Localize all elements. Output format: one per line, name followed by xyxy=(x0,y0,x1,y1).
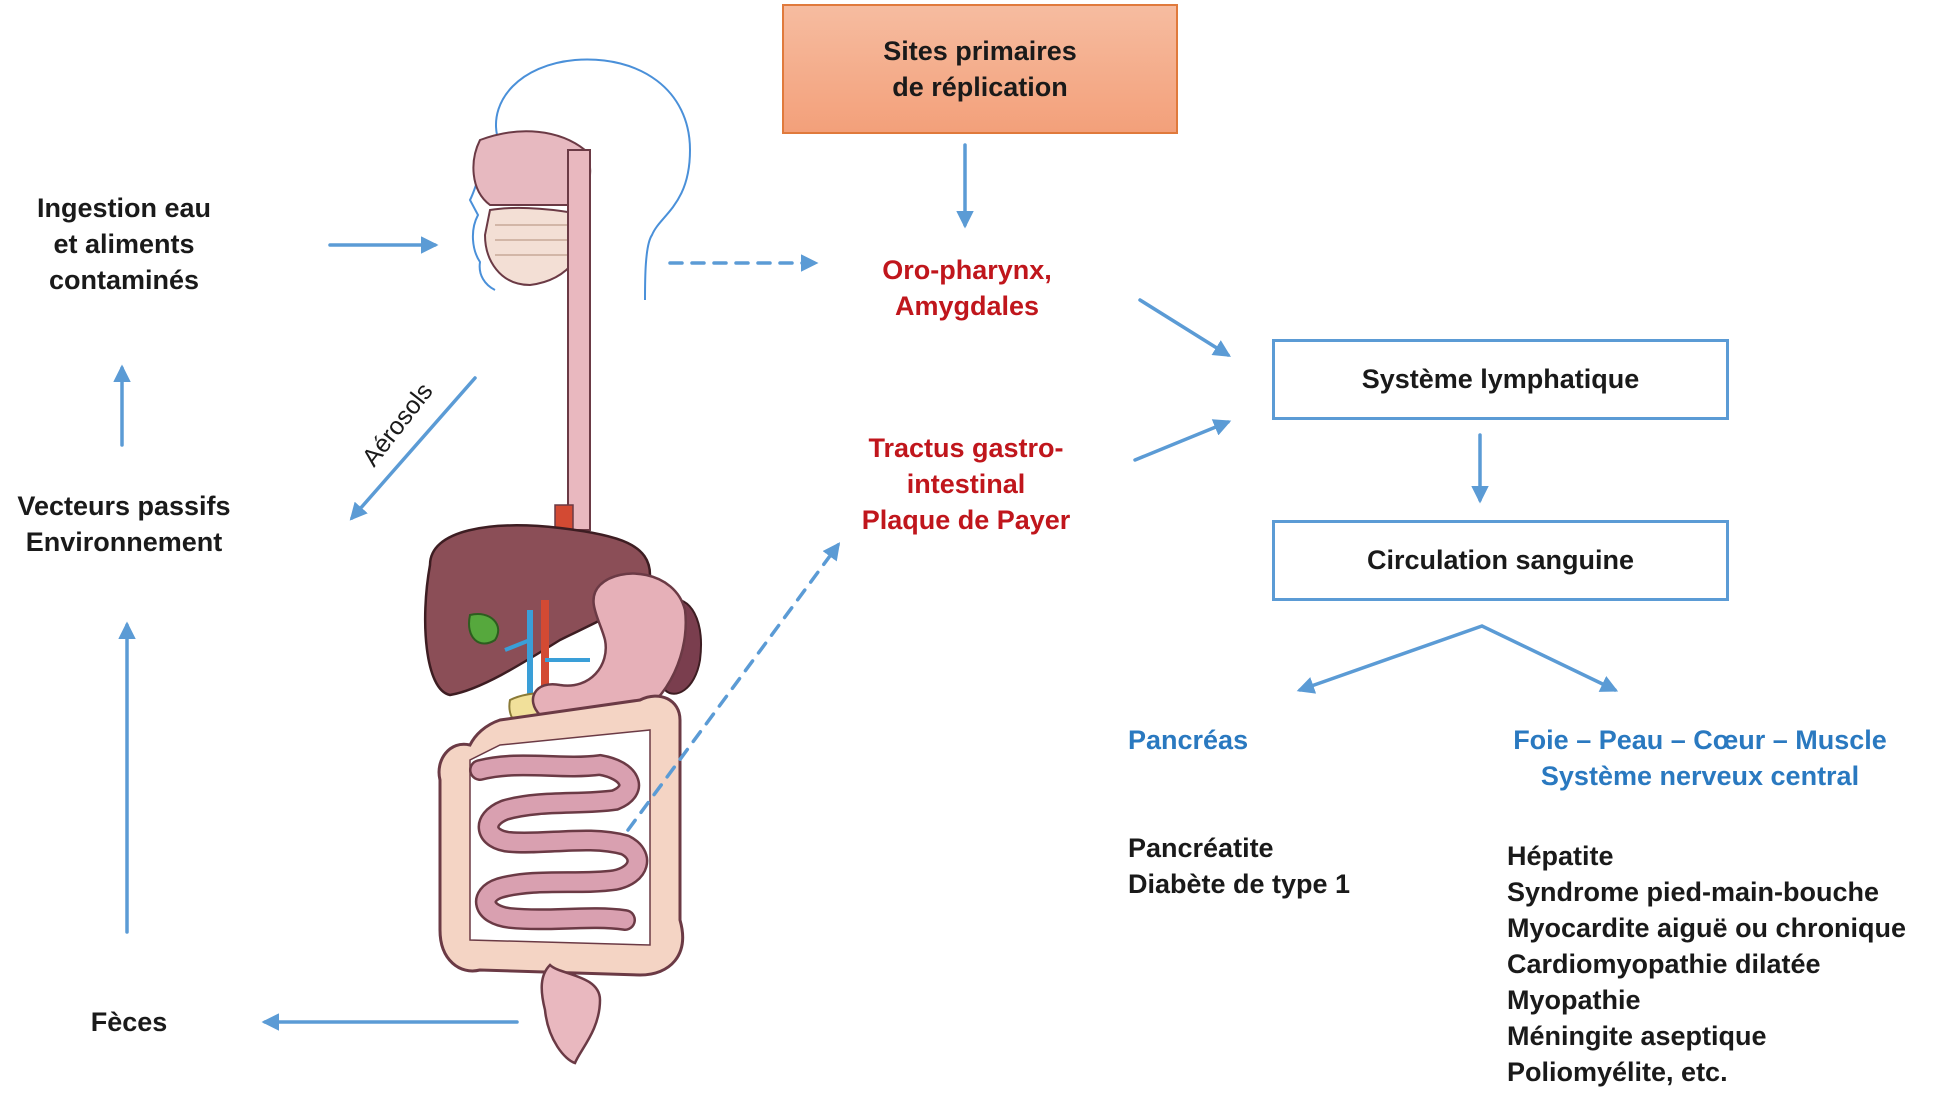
vecteurs-label: Vecteurs passifs Environnement xyxy=(17,488,230,560)
feces-label: Fèces xyxy=(90,1007,168,1037)
nasal-cavity xyxy=(472,130,592,287)
vecteurs-line2: Environnement xyxy=(25,527,223,557)
tractus-line2: intestinal xyxy=(906,469,1026,499)
organs-label: Foie – Peau – Cœur – Muscle Système nerv… xyxy=(1513,722,1887,794)
list-item: Diabète de type 1 xyxy=(1128,869,1351,899)
ingestion-line3: contaminés xyxy=(48,265,200,295)
lymphatic-system-box: Système lymphatique xyxy=(1272,339,1729,420)
list-item: Myocardite aiguë ou chronique xyxy=(1507,913,1907,943)
vecteurs-line1: Vecteurs passifs xyxy=(17,491,231,521)
small-intestine xyxy=(469,753,649,931)
rectum xyxy=(540,963,602,1065)
list-item: Méningite aseptique xyxy=(1507,1021,1767,1051)
list-item: Myopathie xyxy=(1507,985,1641,1015)
tractus-line1: Tractus gastro- xyxy=(868,433,1064,463)
ingestion-line1: Ingestion eau xyxy=(36,193,212,223)
primary-sites-line1: Sites primaires xyxy=(883,36,1077,66)
list-item: Poliomyélite, etc. xyxy=(1507,1057,1728,1087)
lymphatic-system-label: Système lymphatique xyxy=(1361,364,1640,394)
primary-sites-box: Sites primaires de réplication xyxy=(782,4,1178,134)
oropharynx-line2: Amygdales xyxy=(894,291,1040,321)
list-item: Pancréatite xyxy=(1128,833,1274,863)
list-item: Hépatite xyxy=(1507,841,1614,871)
arrow-aerosols xyxy=(349,376,477,521)
organ-diseases-list: Hépatite Syndrome pied-main-bouche Myoca… xyxy=(1507,838,1906,1090)
organs-line2: Système nerveux central xyxy=(1540,761,1860,791)
tractus-label: Tractus gastro- intestinal Plaque de Pay… xyxy=(862,430,1071,538)
blood-circulation-label: Circulation sanguine xyxy=(1366,545,1635,575)
list-item: Syndrome pied-main-bouche xyxy=(1507,877,1880,907)
arrow-tractus-to-lymph xyxy=(1133,419,1232,462)
blood-circulation-box: Circulation sanguine xyxy=(1272,520,1729,601)
arrow-oropharynx-to-lymph xyxy=(1138,298,1231,357)
pancreas-diseases-list: Pancréatite Diabète de type 1 xyxy=(1128,830,1350,902)
list-item: Cardiomyopathie dilatée xyxy=(1507,949,1821,979)
gallbladder xyxy=(468,613,500,645)
organs-line1: Foie – Peau – Cœur – Muscle xyxy=(1513,725,1887,755)
pancreas-label: Pancréas xyxy=(1128,725,1249,755)
oropharynx-label: Oro-pharynx, Amygdales xyxy=(882,252,1052,324)
tractus-line3: Plaque de Payer xyxy=(861,505,1071,535)
oropharynx-line1: Oro-pharynx, xyxy=(882,255,1052,285)
arrow-blood-to-targets xyxy=(1296,624,1619,694)
ingestion-label: Ingestion eau et aliments contaminés xyxy=(37,190,211,298)
primary-sites-line2: de réplication xyxy=(892,72,1068,102)
arrow-intestine-to-tractus xyxy=(626,542,841,832)
ingestion-line2: et aliments xyxy=(53,229,195,259)
